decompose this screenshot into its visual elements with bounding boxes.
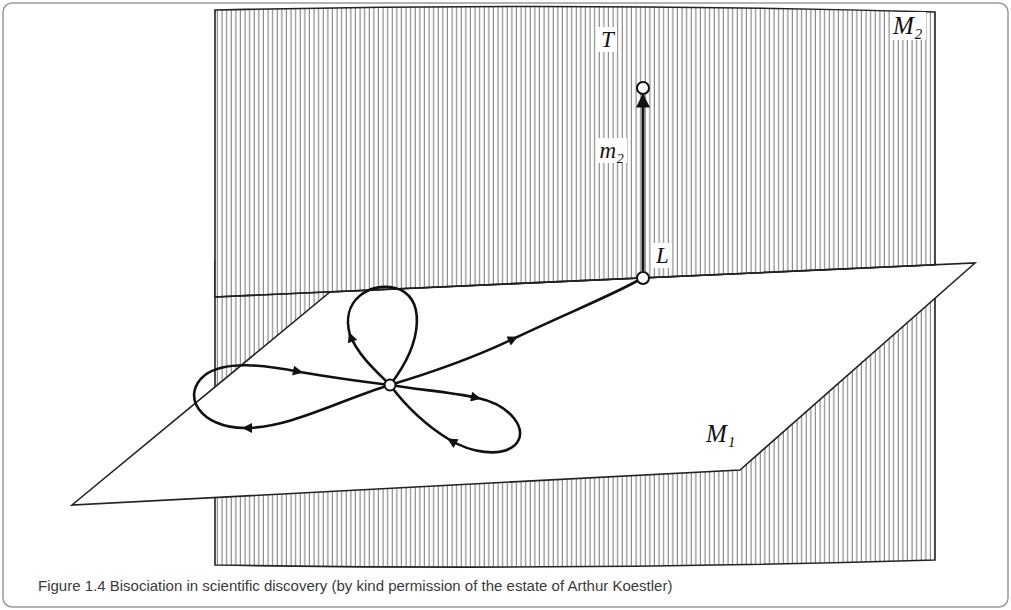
thought-loop bbox=[350, 335, 390, 385]
leap-arrow bbox=[642, 95, 645, 271]
thought-path bbox=[390, 338, 515, 385]
thought-path bbox=[515, 281, 637, 338]
plane-label: M₂ bbox=[890, 12, 926, 40]
start-point bbox=[385, 380, 396, 391]
horizontal-plane bbox=[72, 263, 975, 505]
thought-loop bbox=[348, 287, 417, 385]
plane-label: M₁ bbox=[703, 420, 739, 448]
thought-loop bbox=[300, 372, 390, 385]
thought-loop bbox=[245, 385, 390, 428]
arrow-label: m₂ bbox=[596, 138, 627, 163]
thought-loop bbox=[194, 365, 300, 428]
plane-intersection bbox=[215, 265, 935, 297]
thought-loop bbox=[390, 385, 450, 440]
point-letter: T bbox=[598, 27, 617, 52]
point-circle: T bbox=[636, 81, 650, 95]
figure-frame bbox=[3, 3, 1008, 607]
point-letter: L bbox=[653, 243, 672, 268]
vertical-plane-upper bbox=[215, 6, 935, 297]
thought-loop bbox=[450, 398, 520, 452]
thought-loop bbox=[390, 385, 478, 398]
point-circle: L bbox=[636, 271, 650, 285]
figure-caption: Figure 1.4 Bisociation in scientific dis… bbox=[38, 577, 672, 595]
